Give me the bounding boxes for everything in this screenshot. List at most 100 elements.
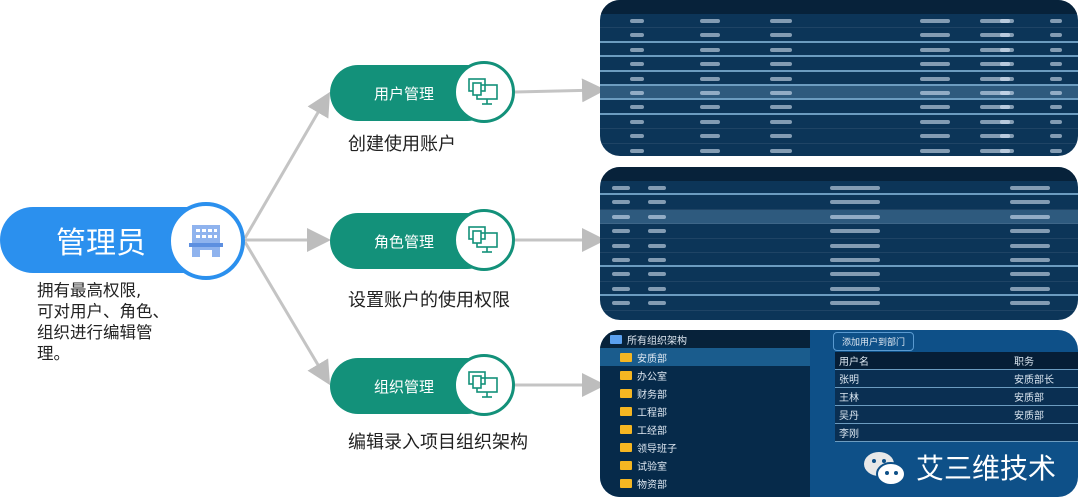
- table-row[interactable]: [600, 253, 1078, 268]
- tree-folder[interactable]: 办公室: [600, 366, 810, 384]
- blurred-cell: [630, 119, 644, 124]
- blurred-cell: [1050, 148, 1062, 153]
- blurred-cell: [630, 33, 644, 38]
- blurred-cell: [920, 47, 950, 52]
- table-row[interactable]: [600, 115, 1078, 130]
- blurred-cell: [700, 119, 720, 124]
- blurred-cell: [830, 229, 880, 234]
- blurred-cell: [1000, 105, 1014, 110]
- tree-folder[interactable]: 财务部: [600, 384, 810, 402]
- blurred-cell: [648, 286, 666, 291]
- table-row[interactable]: [600, 224, 1078, 239]
- department-users-table: 用户名职务 张明安质部长王林安质部吴丹安质部李刚: [835, 352, 1078, 442]
- table-row[interactable]: 王林 安质部: [835, 388, 1078, 406]
- tree-root-label: 所有组织架构: [627, 335, 687, 347]
- blurred-cell: [1050, 119, 1062, 124]
- table-row[interactable]: 吴丹 安质部: [835, 406, 1078, 424]
- table-row[interactable]: [600, 144, 1078, 156]
- blurred-cell: [612, 243, 630, 248]
- table-row[interactable]: 张明安质部长: [835, 370, 1078, 388]
- table-cell: 安质部: [1014, 411, 1044, 422]
- column-header: 用户名: [839, 357, 869, 368]
- table-row[interactable]: [600, 100, 1078, 115]
- blurred-cell: [980, 19, 1010, 23]
- table-row[interactable]: [600, 296, 1078, 311]
- table-row[interactable]: [600, 181, 1078, 196]
- blurred-cell: [980, 148, 1010, 153]
- table-row[interactable]: [600, 43, 1078, 58]
- org-tree: 所有组织架构 安质部办公室财务部工程部工经部领导班子试验室物资部: [600, 330, 810, 497]
- folder-icon: [620, 406, 632, 416]
- blurred-cell: [830, 200, 880, 205]
- blurred-cell: [920, 105, 950, 110]
- folder-icon: [620, 460, 632, 470]
- blurred-cell: [1010, 257, 1050, 262]
- tree-folder[interactable]: 物资部: [600, 474, 810, 492]
- blurred-cell: [1010, 229, 1050, 234]
- user-management-description: 创建使用账户: [348, 134, 456, 155]
- blurred-cell: [1000, 134, 1014, 139]
- tree-folder[interactable]: 工经部: [600, 420, 810, 438]
- add-user-to-department-button[interactable]: 添加用户到部门: [833, 332, 915, 351]
- tree-folder[interactable]: 试验室: [600, 456, 810, 474]
- desc-line: 可对用户、角色、: [37, 302, 169, 321]
- table-row[interactable]: 李刚: [835, 424, 1078, 442]
- folder-label: 办公室: [637, 371, 667, 383]
- org-management-description: 编辑录入项目组织架构: [348, 432, 528, 453]
- table-row[interactable]: [600, 72, 1078, 86]
- admin-title: 管理员: [56, 226, 146, 261]
- blurred-cell: [1050, 33, 1062, 38]
- blurred-cell: [770, 19, 792, 23]
- table-row[interactable]: [600, 282, 1078, 297]
- blurred-cell: [920, 90, 950, 95]
- blurred-cell: [648, 272, 666, 277]
- blurred-cell: [630, 19, 644, 23]
- desc-line: 组织进行编辑管: [37, 323, 153, 342]
- table-cell: 王林: [839, 393, 859, 404]
- org-structure-screenshot: 所有组织架构 安质部办公室财务部工程部工经部领导班子试验室物资部 添加用户到部门…: [600, 330, 1078, 497]
- table-row[interactable]: [600, 28, 1078, 43]
- blurred-cell: [830, 214, 880, 219]
- table-row[interactable]: [600, 129, 1078, 144]
- table-cell: 安质部: [1014, 393, 1044, 404]
- table-row[interactable]: [600, 239, 1078, 253]
- table-row[interactable]: [600, 195, 1078, 210]
- tree-folder[interactable]: 安质部: [600, 348, 810, 366]
- table-row[interactable]: [600, 267, 1078, 282]
- blurred-cell: [648, 200, 666, 205]
- blurred-cell: [1010, 301, 1050, 306]
- blurred-cell: [1000, 119, 1014, 124]
- table-cell: 吴丹: [839, 411, 859, 422]
- watermark-text: 艾三维技术: [916, 452, 1057, 485]
- table-row[interactable]: [600, 209, 1078, 225]
- module-title: 组织管理: [374, 377, 435, 396]
- blurred-cell: [1000, 62, 1014, 67]
- blurred-cell: [700, 19, 720, 23]
- watermark: 艾三维技术: [862, 449, 1056, 489]
- tree-folder[interactable]: 工程部: [600, 402, 810, 420]
- blurred-cell: [1000, 47, 1014, 52]
- blurred-cell: [920, 33, 950, 38]
- table-header: [600, 167, 1078, 181]
- building-icon: [167, 202, 245, 280]
- blurred-cell: [700, 105, 720, 110]
- blurred-cell: [1050, 134, 1062, 139]
- table-row[interactable]: [600, 85, 1078, 101]
- blurred-cell: [1050, 19, 1062, 23]
- blurred-cell: [1050, 90, 1062, 95]
- tree-root[interactable]: 所有组织架构: [600, 330, 810, 348]
- blurred-cell: [648, 229, 666, 234]
- blurred-cell: [830, 272, 880, 277]
- tree-folder[interactable]: 领导班子: [600, 438, 810, 456]
- table-row[interactable]: [600, 57, 1078, 72]
- blurred-cell: [1000, 90, 1014, 95]
- blurred-cell: [612, 229, 630, 234]
- table-row[interactable]: [600, 14, 1078, 29]
- blurred-cell: [980, 76, 1010, 81]
- computers-icon: [453, 354, 515, 416]
- folder-icon: [620, 388, 632, 398]
- blurred-cell: [920, 76, 950, 81]
- table-header: [600, 0, 1078, 14]
- blurred-cell: [1010, 186, 1050, 190]
